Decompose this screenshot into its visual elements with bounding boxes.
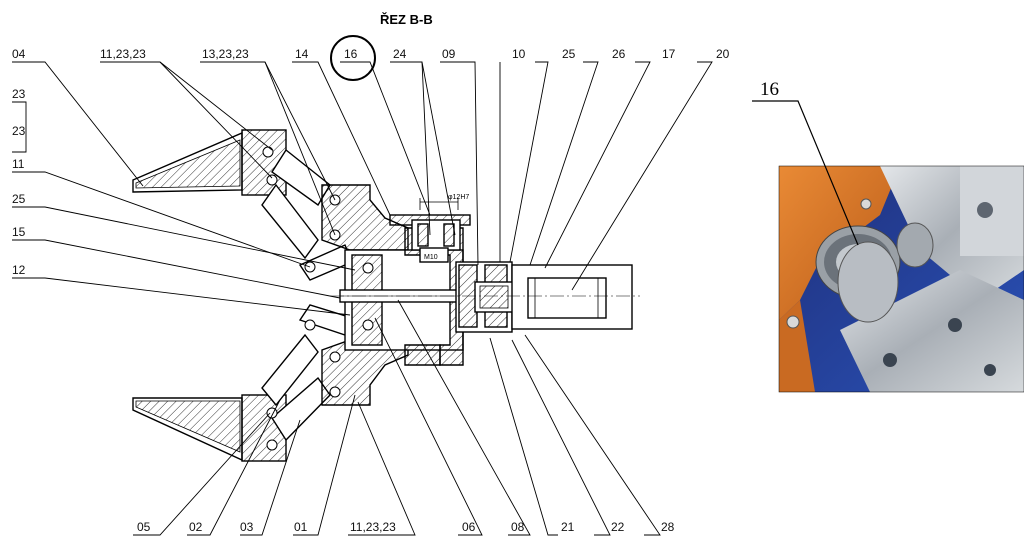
left-callouts: 04 23 23 11 25 15 12 bbox=[12, 47, 26, 277]
callout-label: 12 bbox=[12, 263, 26, 277]
callout-label: 21 bbox=[561, 520, 575, 534]
callout-label: 11 bbox=[12, 157, 25, 171]
leader-lines bbox=[12, 61, 713, 536]
coupling-housing bbox=[455, 261, 516, 333]
callout-label: 05 bbox=[137, 520, 151, 534]
upper-jaw bbox=[132, 129, 287, 196]
callout-label: 01 bbox=[294, 520, 308, 534]
callout-label: 16 bbox=[344, 47, 358, 61]
highlight-circle bbox=[330, 35, 376, 81]
bevel-gear-assembly bbox=[389, 198, 471, 263]
pin-holes bbox=[262, 146, 374, 451]
callout-label: 09 bbox=[442, 47, 456, 61]
callout-label: 10 bbox=[512, 47, 526, 61]
bore-dimension: φ12H7 bbox=[448, 194, 469, 201]
thread-dimension: M10 bbox=[424, 254, 438, 261]
callout-label: 13,23,23 bbox=[202, 47, 249, 61]
callout-label: 04 bbox=[12, 47, 26, 61]
callout-label: 23 bbox=[12, 87, 26, 101]
callout-label: 08 bbox=[511, 520, 525, 534]
top-callouts: 11,23,23 13,23,23 14 16 24 09 10 25 26 1… bbox=[100, 47, 730, 61]
callout-label: 22 bbox=[611, 520, 625, 534]
callout-label: 26 bbox=[612, 47, 626, 61]
callout-label: 03 bbox=[240, 520, 254, 534]
callout-label: 20 bbox=[716, 47, 730, 61]
callout-label: 25 bbox=[12, 192, 26, 206]
callout-label: 02 bbox=[189, 520, 203, 534]
callout-label: 28 bbox=[661, 520, 675, 534]
callout-label: 14 bbox=[295, 47, 309, 61]
lower-jaw bbox=[132, 394, 287, 462]
callout-label: 15 bbox=[12, 225, 26, 239]
callout-label: 25 bbox=[562, 47, 576, 61]
lower-links bbox=[261, 304, 353, 442]
gripper-section: φ12H7 M10 bbox=[132, 129, 640, 462]
callout-label: 17 bbox=[662, 47, 676, 61]
motor bbox=[511, 264, 633, 330]
section-title: ŘEZ B-B bbox=[380, 12, 433, 27]
photo-callout-label: 16 bbox=[760, 79, 779, 100]
callout-label: 11,23,23 bbox=[100, 47, 146, 61]
callout-label: 23 bbox=[12, 124, 26, 138]
photo-callout: 16 bbox=[752, 79, 859, 246]
bottom-callouts: 05 02 03 01 11,23,23 06 08 21 22 28 bbox=[137, 520, 675, 534]
callout-label: 11,23,23 bbox=[350, 520, 396, 534]
photo-inset bbox=[778, 165, 1024, 393]
callout-label: 06 bbox=[462, 520, 476, 534]
callout-label: 24 bbox=[393, 47, 407, 61]
